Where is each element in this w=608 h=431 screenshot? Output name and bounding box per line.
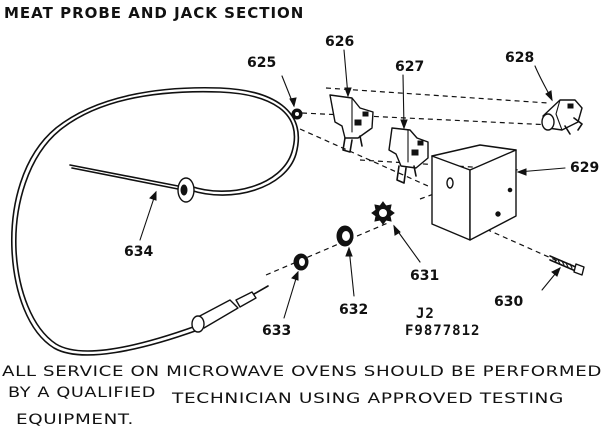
label-633: 633	[262, 323, 291, 339]
notice-line-3: EQUIPMENT.	[16, 412, 134, 428]
diagram-code-line2: F9877812	[405, 323, 480, 339]
part-633-nut	[293, 253, 309, 271]
notice-line-1: ALL SERVICE ON MICROWAVE OVENS SHOULD BE…	[2, 364, 602, 380]
label-626: 626	[325, 34, 354, 50]
part-634-meat-probe	[10, 86, 299, 356]
part-631-star-washer	[371, 201, 395, 225]
label-625: 625	[247, 55, 276, 71]
part-629-bracket	[431, 144, 517, 241]
assembly-centerlines	[265, 87, 561, 276]
label-630: 630	[494, 294, 523, 310]
label-627: 627	[395, 59, 424, 75]
part-627-switch	[388, 127, 429, 184]
label-629: 629	[570, 160, 599, 176]
part-628-jack	[541, 99, 583, 135]
part-626-switch	[329, 94, 374, 153]
diagram-title: MEAT PROBE AND JACK SECTION	[4, 4, 304, 22]
label-632: 632	[339, 302, 368, 318]
label-634: 634	[124, 244, 153, 260]
notice-line-2b: TECHNICIAN USING APPROVED TESTING	[171, 391, 564, 407]
notice-line-2a: BY A QUALIFIED	[8, 385, 156, 401]
callout-leaders	[139, 49, 566, 319]
label-628: 628	[505, 50, 534, 66]
part-632-washer	[336, 225, 354, 247]
diagram-code-line1: J2	[416, 306, 435, 322]
label-631: 631	[410, 268, 439, 284]
part-625-nut	[291, 108, 303, 120]
part-630-screw	[549, 255, 585, 276]
